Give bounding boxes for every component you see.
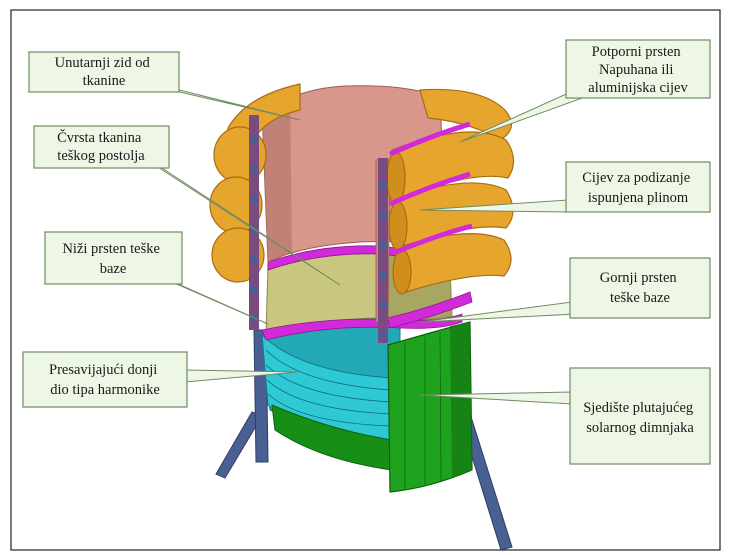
callout-box <box>570 368 710 464</box>
callout-line: solarnog dimnjaka <box>586 420 694 436</box>
callout-text: Potporni prsten Napuhana ili aluminijska… <box>588 44 688 96</box>
callout-line: ispunjena plinom <box>588 190 689 206</box>
callout-line: teške baze <box>610 290 670 306</box>
callout-box <box>23 352 187 407</box>
callout-line: teškog postolja <box>57 148 145 164</box>
callout-line: Sjedište plutajućeg <box>583 400 693 416</box>
callout-line: Unutarnji zid od <box>55 55 151 71</box>
lift-tube-end <box>393 250 411 294</box>
callout-line: Niži prsten teške <box>62 241 159 257</box>
callout-line: Čvrsta tkanina <box>57 129 142 146</box>
callout-line: aluminijska cijev <box>588 80 688 96</box>
callout-line: Cijev za podizanje <box>582 170 690 186</box>
callout-line: baze <box>100 261 127 277</box>
lift-tube-end <box>389 202 407 250</box>
callout-line: Napuhana ili <box>599 62 674 78</box>
chimney-seat-shade <box>450 322 472 478</box>
callout-line: Potporni prsten <box>592 44 682 60</box>
callout-line: tkanine <box>83 73 126 89</box>
wall-post <box>249 115 259 330</box>
callout-line: Gornji prsten <box>600 270 678 286</box>
callout-line: Presavijajući donji <box>49 362 157 378</box>
callout-line: dio tipa harmonike <box>50 382 160 398</box>
callout-box <box>570 258 710 318</box>
